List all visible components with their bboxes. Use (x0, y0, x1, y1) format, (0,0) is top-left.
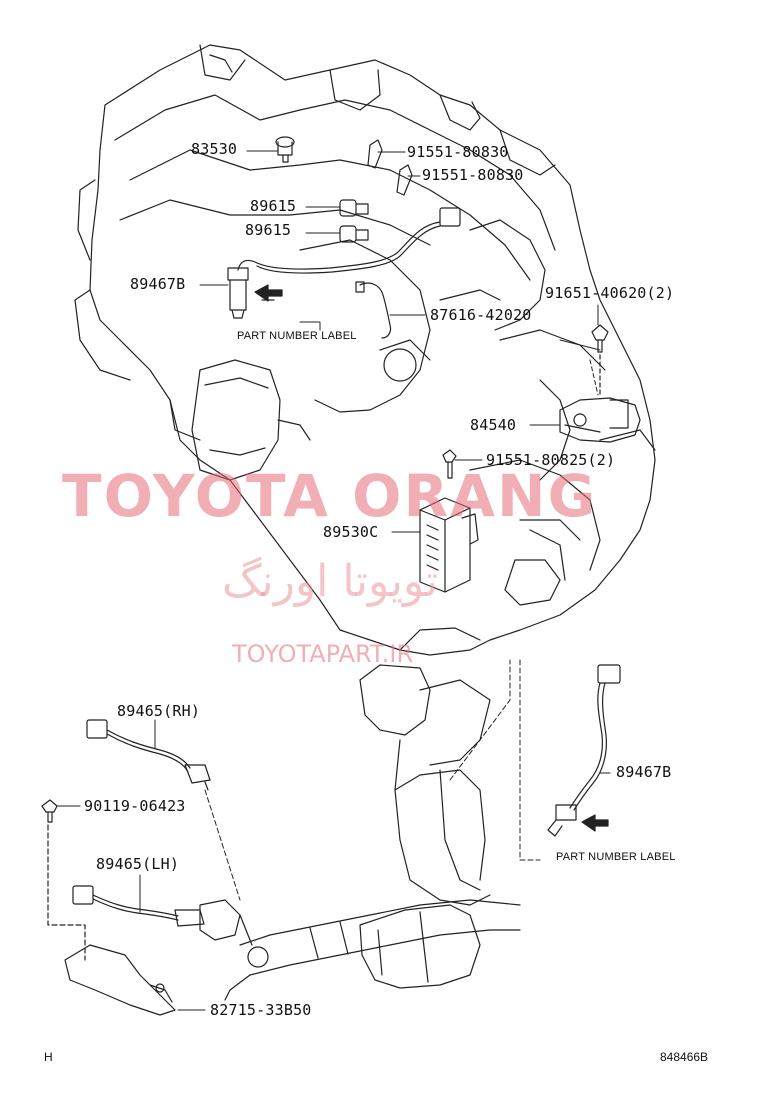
switch-84540 (559, 397, 641, 443)
bolt-91551-80825 (442, 449, 457, 479)
bolt-91651-40620 (591, 324, 609, 396)
part-number-label-bottom: PART NUMBER LABEL (556, 851, 676, 863)
sensor-83530 (275, 136, 295, 163)
sensor-89467b-bottom (547, 664, 621, 837)
watermark-brand: TOYOTA ORANG (62, 462, 598, 530)
callout-89467b-bottom[interactable]: 89467B (616, 763, 672, 781)
footer-left-mark: H (44, 1050, 53, 1064)
bolt-90119-06423 (41, 799, 86, 961)
ecu-89530c (419, 497, 479, 593)
harness-87616-42020 (355, 281, 392, 339)
callout-89465-lh[interactable]: 89465(LH) (96, 855, 180, 873)
part-number-label-top: PART NUMBER LABEL (237, 330, 357, 342)
callout-89615-a[interactable]: 89615 (250, 197, 297, 215)
callout-91651-40620[interactable]: 91651-40620(2) (545, 284, 675, 302)
watermark-brand-farsi: تویوتا اورنگ (222, 556, 438, 607)
callout-83530[interactable]: 83530 (191, 140, 238, 158)
bracket-82715 (64, 944, 176, 1016)
callout-89465-rh[interactable]: 89465(RH) (117, 702, 201, 720)
callout-89530c[interactable]: 89530C (323, 523, 379, 541)
callout-82715-33b50[interactable]: 82715-33B50 (210, 1001, 312, 1019)
sensors-89615 (339, 199, 369, 243)
callout-87616-42020[interactable]: 87616-42020 (430, 306, 532, 324)
callout-91551-80830-b[interactable]: 91551-80830 (422, 166, 524, 184)
callout-91551-80830-a[interactable]: 91551-80830 (407, 143, 509, 161)
callout-84540[interactable]: 84540 (470, 416, 517, 434)
label-arrow-top (254, 284, 283, 302)
exhaust-manifold-upper (191, 359, 311, 481)
bolts-91551-80830 (367, 139, 413, 196)
sensor-89465-rh (86, 719, 211, 791)
sensor-harness-top (227, 207, 461, 319)
engine-block-outline (74, 44, 656, 656)
callout-89615-b[interactable]: 89615 (245, 221, 292, 239)
callout-91551-80825[interactable]: 91551-80825(2) (486, 451, 616, 469)
leader-lines (56, 150, 611, 1011)
callout-90119-06423[interactable]: 90119-06423 (84, 797, 186, 815)
sensor-89465-lh (72, 885, 205, 927)
exhaust-pipe-catalyst (199, 664, 521, 1001)
watermark-url: TOYOTAPART.IR (232, 640, 414, 668)
callout-89467b-top[interactable]: 89467B (130, 275, 186, 293)
diagram-id: 848466B (660, 1050, 709, 1064)
label-arrow-bottom (581, 814, 609, 832)
